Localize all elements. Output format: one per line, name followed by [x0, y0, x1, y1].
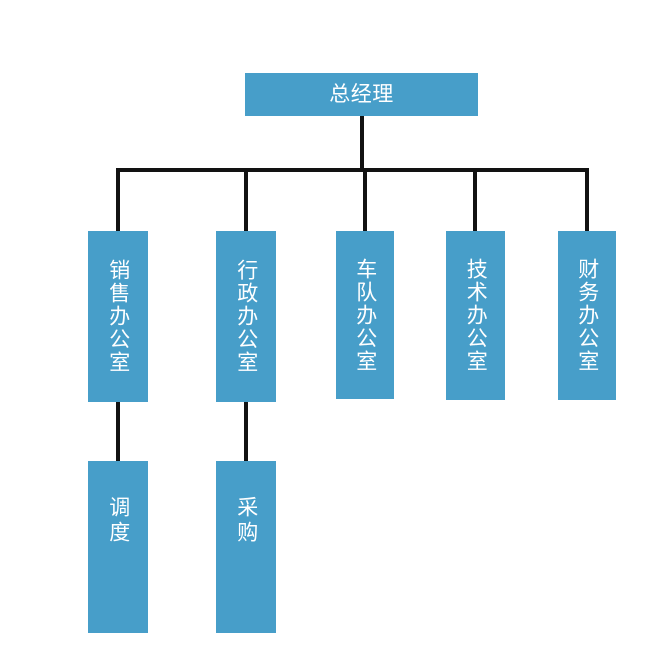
node-fleet-office[interactable]: 车队办公室: [336, 231, 394, 399]
node-administrative-office[interactable]: 行政办公室: [216, 231, 276, 402]
connector-drop-technical-office: [473, 168, 477, 243]
node-technical-office-label: 技术办公室: [464, 258, 489, 373]
connector-horizontal-bus: [116, 168, 588, 172]
connector-link-procurement: [244, 400, 248, 473]
node-dispatch[interactable]: 调度: [88, 461, 148, 633]
node-technical-office[interactable]: 技术办公室: [446, 231, 505, 400]
node-dispatch-label: 调度: [106, 496, 131, 546]
connector-link-dispatch: [116, 400, 120, 473]
node-administrative-office-label: 行政办公室: [234, 259, 259, 374]
node-procurement-label: 采购: [234, 496, 259, 546]
connector-drop-fleet-office: [363, 168, 367, 243]
node-procurement[interactable]: 采购: [216, 461, 276, 633]
connector-root-stem: [360, 116, 364, 172]
connector-drop-finance-office: [585, 168, 589, 243]
connector-drop-administrative-office: [244, 168, 248, 243]
connector-drop-sales-office: [116, 168, 120, 243]
node-fleet-office-label: 车队办公室: [353, 257, 378, 373]
node-finance-office-label: 财务办公室: [575, 258, 600, 373]
node-general-manager-label: 总经理: [329, 82, 394, 106]
node-finance-office[interactable]: 财务办公室: [558, 231, 616, 400]
node-sales-office-label: 销售办公室: [106, 259, 131, 374]
node-general-manager[interactable]: 总经理: [245, 73, 478, 116]
node-sales-office[interactable]: 销售办公室: [88, 231, 148, 402]
